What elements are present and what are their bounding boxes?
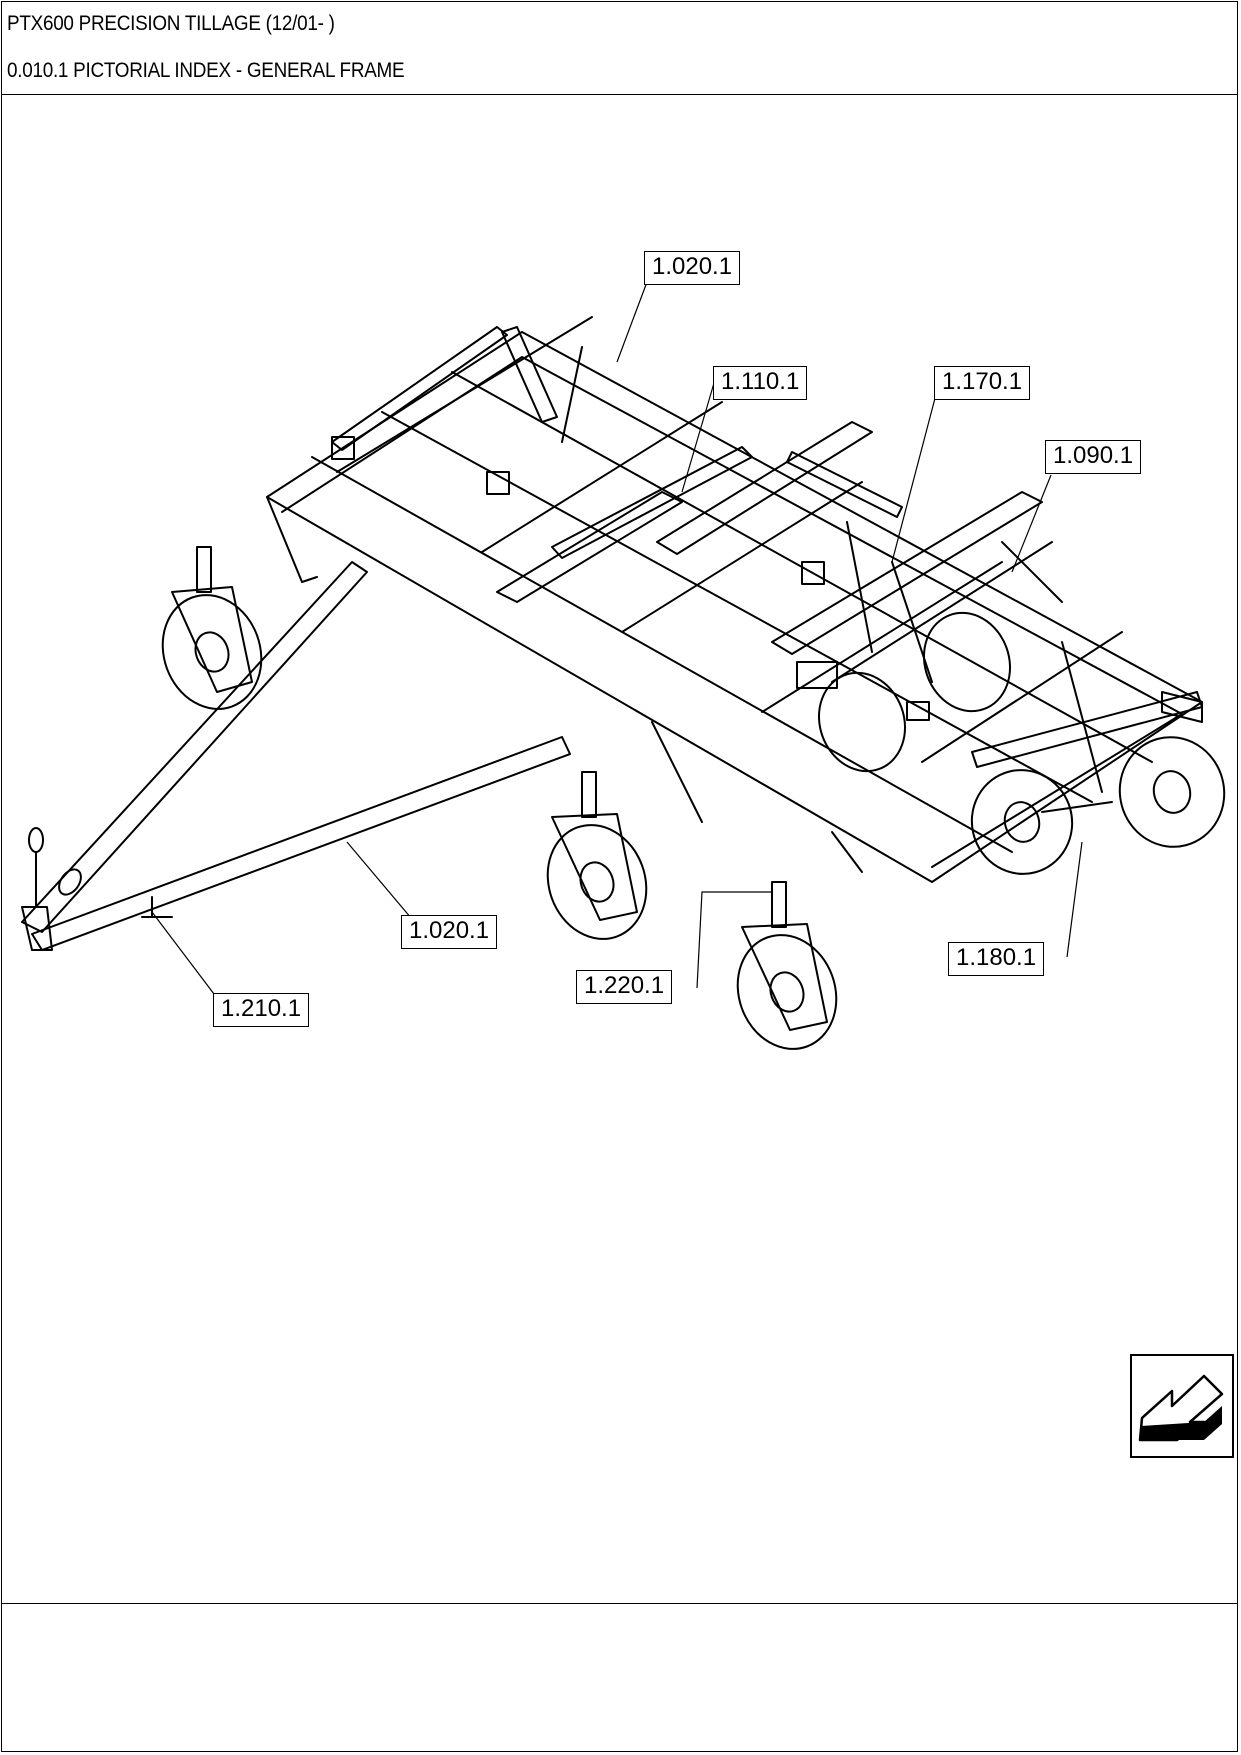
callout-1-110-1[interactable]: 1.110.1 (713, 366, 808, 400)
callout-1-020-1-tongue[interactable]: 1.020.1 (401, 915, 498, 949)
callout-1-090-1[interactable]: 1.090.1 (1045, 440, 1142, 474)
tillage-frame-illustration (21, 281, 1226, 1050)
page-header: PTX600 PRECISION TILLAGE (12/01- ) 0.010… (2, 2, 1237, 95)
section-title: 0.010.1 PICTORIAL INDEX - GENERAL FRAME (7, 59, 405, 82)
callout-1-170-1[interactable]: 1.170.1 (934, 366, 1031, 400)
callout-1-220-1[interactable]: 1.220.1 (576, 970, 673, 1004)
page-footer (2, 1603, 1237, 1751)
back-arrow-icon (1138, 1374, 1224, 1442)
callout-1-020-1-top[interactable]: 1.020.1 (644, 251, 741, 285)
callout-1-210-1[interactable]: 1.210.1 (213, 993, 310, 1027)
document-title: PTX600 PRECISION TILLAGE (12/01- ) (7, 12, 335, 35)
exploded-view-drawing: 1.020.1 1.110.1 1.170.1 1.090.1 1.020.1 … (2, 95, 1237, 1607)
back-navigation-button[interactable] (1130, 1354, 1234, 1458)
callout-1-180-1[interactable]: 1.180.1 (948, 942, 1045, 976)
